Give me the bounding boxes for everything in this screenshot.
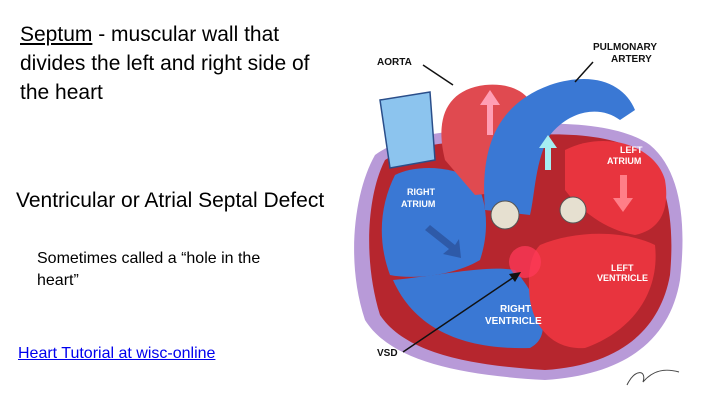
valve-mitral xyxy=(560,197,586,223)
label-right-ventricle-1: RIGHT xyxy=(500,304,531,315)
vena-cava xyxy=(380,92,435,168)
septum-term: Septum xyxy=(20,23,92,46)
valve-tricuspid xyxy=(491,201,519,229)
label-left-ventricle-1: LEFT xyxy=(611,263,634,273)
label-pulmonary-1: PULMONARY xyxy=(593,42,657,53)
label-left-atrium-1: LEFT xyxy=(620,145,643,155)
label-vsd: VSD xyxy=(377,348,398,359)
heart-tutorial-link[interactable]: Heart Tutorial at wisc-online xyxy=(18,343,248,365)
label-left-atrium-2: ATRIUM xyxy=(607,156,641,166)
heart-diagram: AORTA PULMONARY ARTERY LEFT ATRIUM RIGHT… xyxy=(335,30,705,400)
leader-aorta xyxy=(423,65,453,85)
defect-subtext: Sometimes called a “hole in the heart” xyxy=(37,248,297,292)
label-left-ventricle-2: VENTRICLE xyxy=(597,273,648,283)
label-right-atrium-1: RIGHT xyxy=(407,187,436,197)
artist-signature xyxy=(627,370,679,385)
label-aorta: AORTA xyxy=(377,57,412,68)
septum-definition: Septum - muscular wall that divides the … xyxy=(20,20,320,107)
label-right-ventricle-2: VENTRICLE xyxy=(485,316,542,327)
leader-pulmonary xyxy=(575,62,593,82)
defect-heading: Ventricular or Atrial Septal Defect xyxy=(16,186,326,215)
label-right-atrium-2: ATRIUM xyxy=(401,199,435,209)
label-pulmonary-2: ARTERY xyxy=(611,54,652,65)
